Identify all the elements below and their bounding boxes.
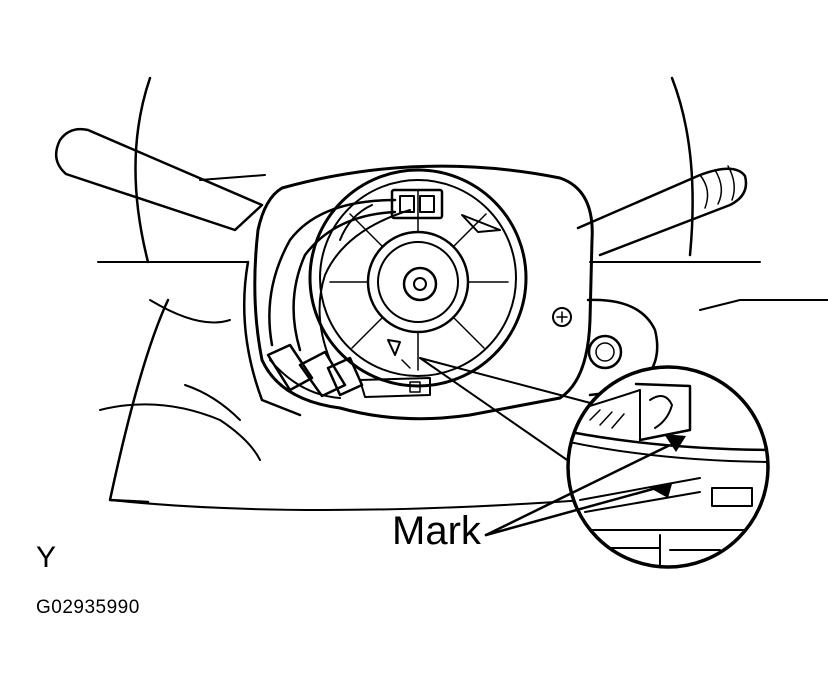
mark-on-cable (387, 339, 411, 369)
steering-wheel-outline (108, 76, 694, 511)
mark-label: Mark (392, 509, 481, 553)
figure-code: G02935990 (36, 597, 140, 618)
spiral-cable (308, 168, 528, 388)
wire-harness (266, 188, 444, 398)
zoom-detail (566, 365, 770, 569)
wiper-lever (576, 165, 748, 257)
column-lines (97, 261, 828, 311)
turn-signal-lever (54, 127, 266, 232)
column-cover (99, 260, 302, 461)
mark-leader-lines (484, 444, 670, 537)
zoom-connectors (419, 357, 599, 463)
view-label: Y (36, 541, 57, 574)
